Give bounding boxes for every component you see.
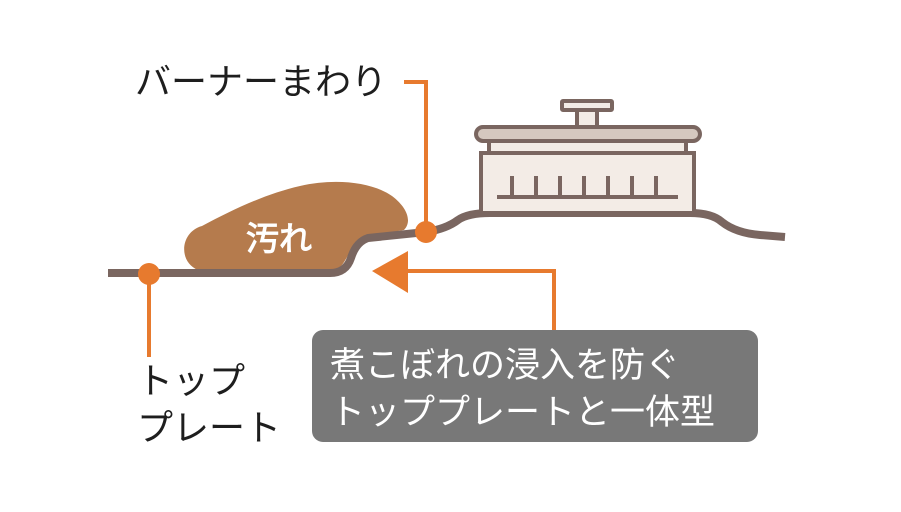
dirt-label: 汚れ — [246, 219, 312, 258]
dirt-blob — [184, 181, 408, 273]
top-plate-marker — [138, 263, 160, 285]
callout-text-line2: トッププレートと一体型 — [330, 393, 715, 433]
burner-area-marker — [415, 221, 437, 243]
burner-area-leader — [404, 80, 428, 230]
callout-arrow — [372, 251, 408, 293]
burner-area-label: バーナーまわり — [135, 62, 387, 103]
callout-connector — [406, 269, 556, 330]
burner-slots — [510, 176, 658, 197]
burner — [474, 99, 702, 215]
callout-text-line1: 煮こぼれの浸入を防ぐ — [330, 346, 680, 386]
burner-body — [479, 151, 696, 215]
top-plate-outline — [108, 209, 786, 277]
burner-cap — [474, 125, 702, 143]
callout-box — [312, 330, 758, 442]
top-plate-label-line1: トップ — [137, 361, 245, 402]
top-plate-label-line2: プレート — [137, 408, 281, 449]
